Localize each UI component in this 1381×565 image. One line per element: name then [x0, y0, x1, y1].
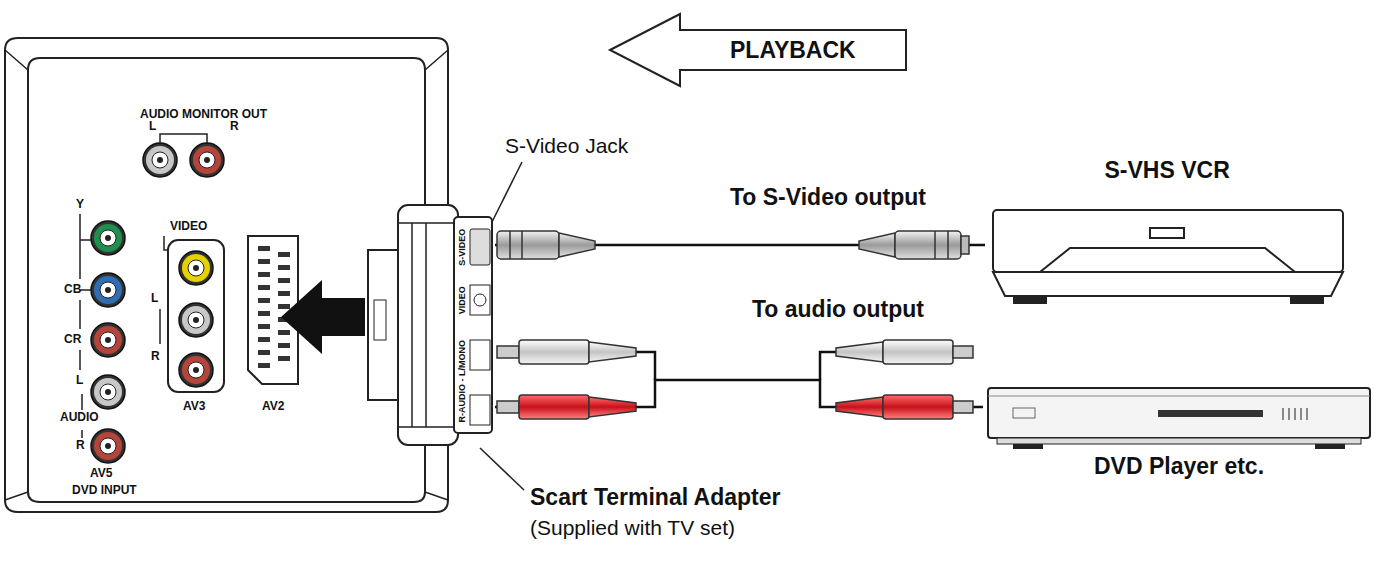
- av3-panel: [168, 240, 224, 392]
- input-label: AV2: [262, 400, 284, 414]
- insert-arrow: [281, 280, 365, 354]
- callout-label: Scart Terminal Adapter: [530, 484, 781, 510]
- dvd-player: DVD Player etc.: [983, 380, 1375, 485]
- jack-label: R: [76, 439, 85, 453]
- cable-label: To audio output: [750, 296, 926, 322]
- input-label: AV3: [183, 400, 205, 414]
- device-label: S-VHS VCR: [1105, 157, 1230, 183]
- rca-jacks: [91, 143, 224, 463]
- jack-label: Y: [76, 198, 84, 212]
- cable-label: To S-Video output: [728, 184, 928, 210]
- jack-label: L: [76, 374, 83, 388]
- callout-label: S-Video Jack: [505, 134, 628, 158]
- callout-note: (Supplied with TV set): [530, 516, 735, 540]
- audio-wires: [636, 352, 836, 380]
- audio-plugs-right: [836, 340, 973, 419]
- jack-label: L: [151, 292, 158, 306]
- svideo-plug-left: [497, 231, 595, 259]
- panel-label: VIDEO: [170, 220, 207, 234]
- audio-plugs-left: [497, 340, 636, 419]
- jack-label: S-VIDEO: [457, 229, 467, 266]
- playback-arrow: PLAYBACK: [608, 12, 908, 88]
- tv-panel: [5, 38, 448, 512]
- jack-label: R: [151, 350, 160, 364]
- scart-pins: [258, 246, 290, 368]
- panel-label: AUDIO MONITOR OUT: [140, 108, 267, 122]
- scart-adapter: S-VIDEO VIDEO R-AUDIO - L/MONO: [368, 205, 495, 445]
- jack-label: CR: [64, 333, 81, 347]
- vcr-device: S-VHS VCR: [985, 150, 1350, 310]
- jack-label: R: [230, 120, 239, 134]
- panel-label: AUDIO: [60, 411, 99, 425]
- panel-label: DVD INPUT: [72, 484, 137, 498]
- scart-adapter-outline: [368, 205, 495, 445]
- device-label: DVD Player etc.: [1094, 453, 1264, 479]
- jack-label: VIDEO: [457, 286, 467, 314]
- input-label: AV5: [90, 467, 112, 481]
- jack-label: R-AUDIO - L/MONO: [457, 340, 467, 423]
- direction-label: PLAYBACK: [730, 37, 856, 63]
- jack-label: L: [149, 120, 156, 134]
- svideo-plug-right: [859, 231, 969, 259]
- jack-label: CB: [64, 283, 81, 297]
